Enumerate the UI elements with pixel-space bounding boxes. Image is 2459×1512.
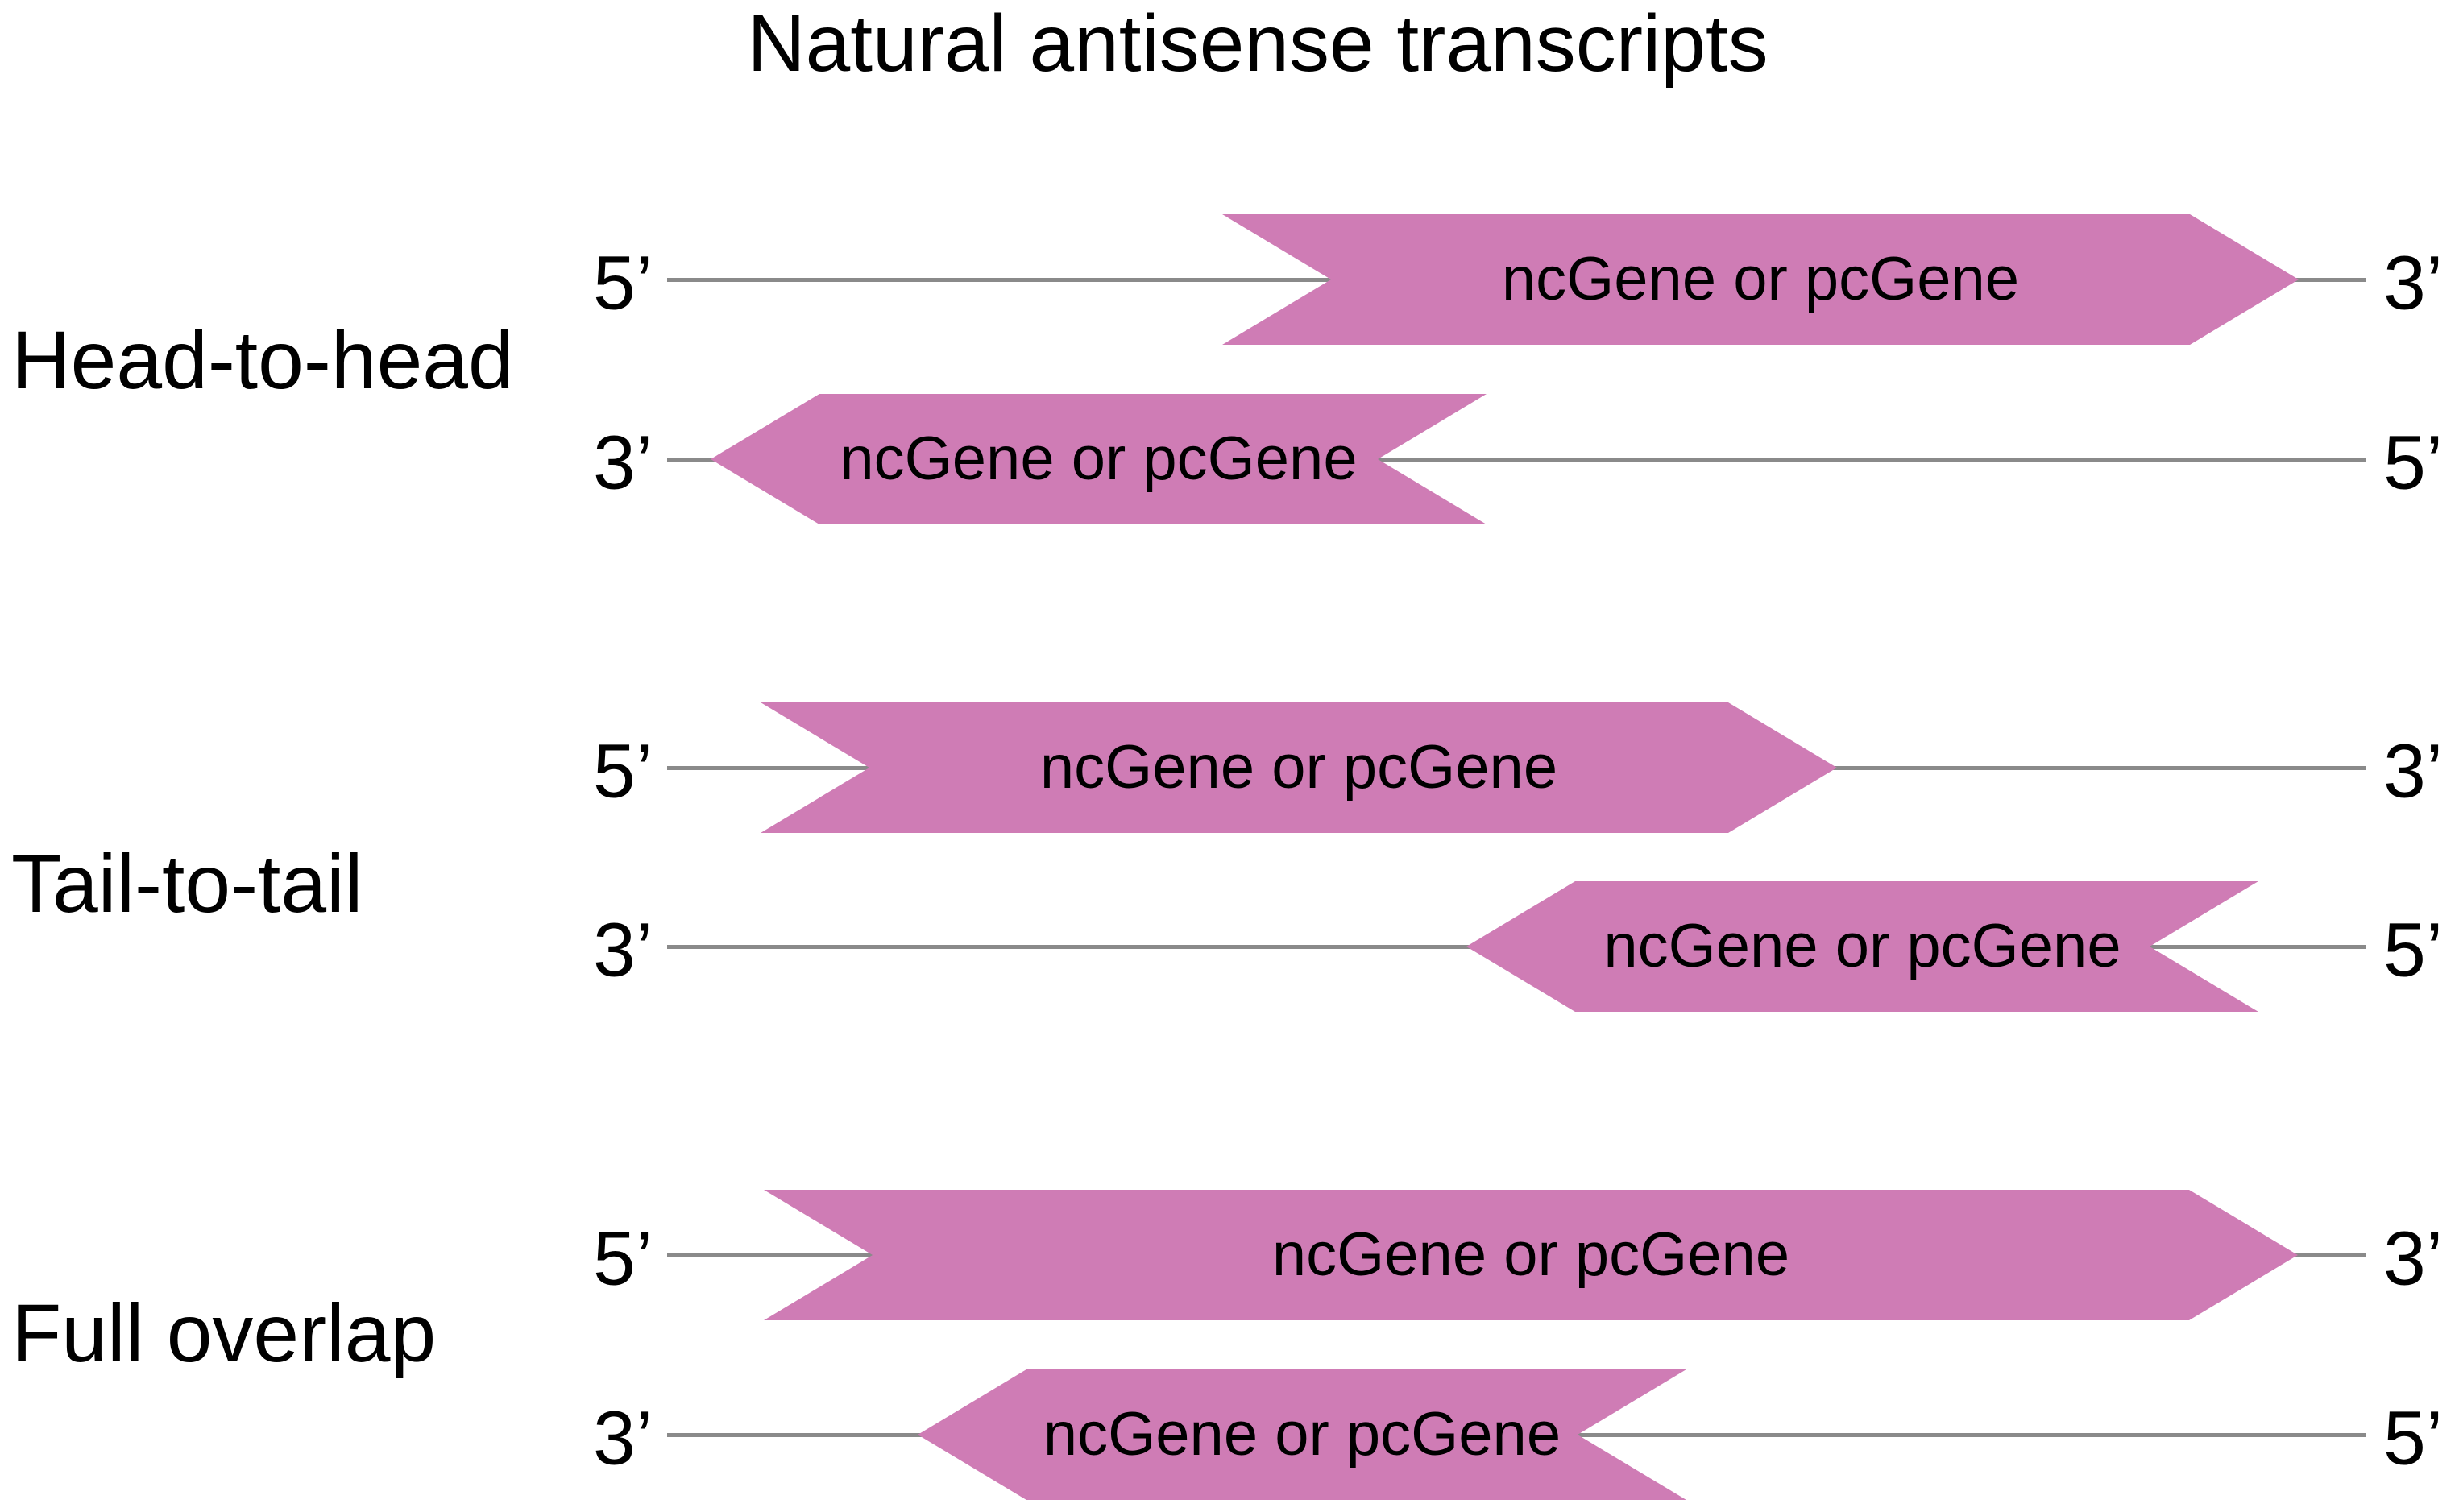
gene-arrow-right: ncGene or pcGene (761, 702, 1837, 833)
strand-end-label-left: 5’ (593, 1216, 653, 1302)
row-label-head-to-head: Head-to-head (11, 314, 514, 406)
gene-arrow-label: ncGene or pcGene (1039, 733, 1558, 802)
strand-end-label-left: 5’ (593, 240, 653, 326)
strand-end-label-right: 3’ (2383, 728, 2443, 814)
row-label-tail-to-tail: Tail-to-tail (11, 838, 363, 930)
gene-arrow-left: ncGene or pcGene (711, 394, 1487, 524)
strand-end-label-right: 3’ (2383, 1216, 2443, 1302)
strand-end-label-left: 5’ (593, 728, 653, 814)
row-label-full-overlap: Full overlap (11, 1287, 437, 1379)
strand-end-label-right: 3’ (2383, 240, 2443, 326)
gene-arrow-label: ncGene or pcGene (1603, 912, 2121, 980)
gene-arrow-left: ncGene or pcGene (1466, 881, 2258, 1012)
diagram-title: Natural antisense transcripts (747, 0, 1769, 89)
gene-arrow-label: ncGene or pcGene (1043, 1400, 1561, 1469)
strand-end-label-left: 3’ (593, 1395, 653, 1481)
strand-end-label-left: 3’ (593, 907, 653, 993)
gene-arrow-right: ncGene or pcGene (1222, 214, 2299, 345)
strand-end-label-right: 5’ (2383, 420, 2443, 506)
gene-arrow-right: ncGene or pcGene (764, 1190, 2298, 1320)
strand-end-label-left: 3’ (593, 420, 653, 506)
gene-arrow-left: ncGene or pcGene (918, 1369, 1686, 1500)
gene-arrow-label: ncGene or pcGene (1271, 1220, 1790, 1289)
strand-end-label-right: 5’ (2383, 907, 2443, 993)
strand-end-label-right: 5’ (2383, 1395, 2443, 1481)
gene-arrow-label: ncGene or pcGene (1501, 245, 2020, 313)
gene-arrow-label: ncGene or pcGene (840, 425, 1358, 493)
strand-line (667, 458, 2366, 462)
